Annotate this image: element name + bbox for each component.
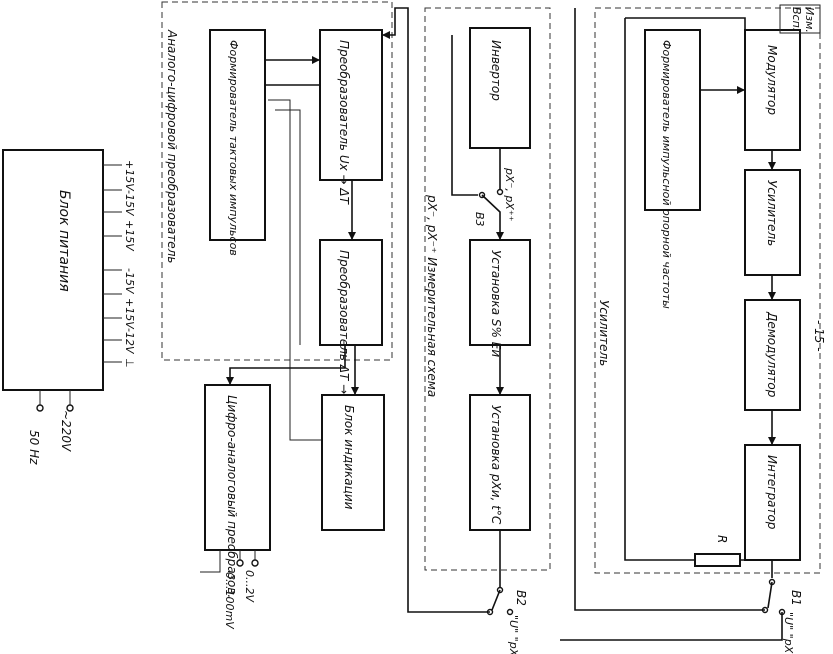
adc-group-title: Аналого-цифровой преобразователь xyxy=(165,29,179,263)
converter-ux-dt-block: Преобразователь Ux → ΔT xyxy=(337,40,351,206)
modulator-block: Модулятор xyxy=(765,45,779,115)
page-number: - 15 - xyxy=(812,320,826,352)
switch-b3-labels: pX⁻, pX⁺⁺ xyxy=(503,167,516,222)
reference-former-block: Формирователь импульсной опорной частоты xyxy=(660,40,673,309)
switch-b1-positions: "U" "pX" xyxy=(782,612,795,654)
switch-b1: B1 "U" "pX" xyxy=(560,8,803,654)
adc-group: Аналого-цифровой преобразователь Формиро… xyxy=(161,1,393,441)
switch-b2-label: B2 xyxy=(514,590,528,606)
clock-former-block: Формирователь тактовых импульсов xyxy=(227,40,240,256)
display-block: Блок индикации xyxy=(342,405,356,510)
power-output-label: +15V xyxy=(123,298,136,330)
inverter-block: Инвертор xyxy=(489,40,503,101)
setup-s-block: Установка S% Eи xyxy=(489,250,503,357)
demodulator-block: Демодулятор xyxy=(765,311,779,398)
measuring-group: pX⁻, pX⁻⁺ Измерительная схема Инвертор У… xyxy=(424,7,551,590)
amplifier-group-title: Усилитель xyxy=(597,300,611,366)
mains-voltage: ~220V xyxy=(59,410,73,452)
resistor-label: R xyxy=(715,535,729,543)
amplifier-block: Усилитель xyxy=(765,180,779,246)
switch-b3: B3 xyxy=(473,212,486,227)
resistor-r xyxy=(694,553,741,567)
power-supply-outputs: +15V -15V +15V -15V +15V -12V ⊥ xyxy=(103,160,136,368)
dac-block: Цифро-аналоговый преобразов. xyxy=(225,395,239,598)
dac: Цифро-аналоговый преобразов. 0...100mV 0… xyxy=(200,345,346,630)
dac-output-1: 0...2V xyxy=(243,570,256,603)
amplifier-group: Усилитель Формирователь импульсной опорн… xyxy=(594,4,821,578)
power-supply: Блок питания +15V -15V +15V -15V +15V -1… xyxy=(2,149,136,465)
mains-frequency: 50 Hz xyxy=(27,430,41,465)
input-aux-label: Всп. xyxy=(790,7,803,31)
power-output-label: -15V xyxy=(123,268,136,295)
switch-b2-positions: "U" "pX" xyxy=(507,615,520,654)
converter-dt-n-block: Преобразователь ΔT → n xyxy=(337,250,351,406)
power-output-label: -15V xyxy=(123,190,136,217)
display: Блок индикации xyxy=(321,345,385,531)
power-output-label: +15V xyxy=(123,220,136,252)
measuring-group-title: pX⁻, pX⁻⁺ Измерительная схема xyxy=(425,194,439,397)
switch-b1-label: B1 xyxy=(789,590,803,606)
power-output-label: -12V xyxy=(123,328,136,355)
input-labels-box xyxy=(779,4,821,34)
switch-b2: B2 "U" "pX" xyxy=(382,7,528,654)
power-output-label: ⊥ xyxy=(123,358,136,368)
power-output-label: +15V xyxy=(123,160,136,192)
power-supply-title: Блок питания xyxy=(56,190,72,292)
input-meas-label: Изм. xyxy=(803,7,816,33)
integrator-block: Интегратор xyxy=(765,455,779,530)
setup-px-block: Установка pXи, t°C xyxy=(489,405,503,525)
dac-output-2: 0...100mV xyxy=(223,572,236,630)
